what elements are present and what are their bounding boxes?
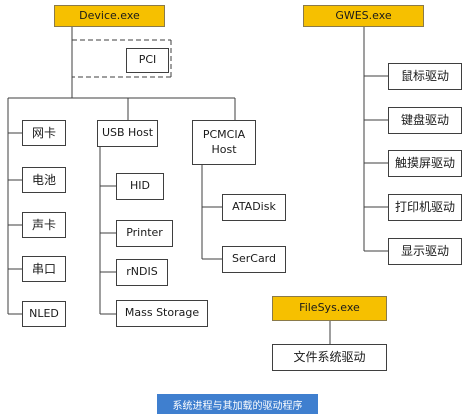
- display-driver-box: 显示驱动: [388, 238, 462, 265]
- touchscreen-driver-box: 触摸屏驱动: [388, 150, 462, 177]
- pci-box: PCI: [126, 48, 169, 73]
- keyboard-driver-box: 键盘驱动: [388, 107, 462, 134]
- atadisk-box: ATADisk: [222, 194, 286, 221]
- pcmcia-host-line2: Host: [211, 142, 237, 156]
- printer-driver-box: 打印机驱动: [388, 194, 462, 221]
- mass-storage-box: Mass Storage: [116, 300, 208, 327]
- nled-box: NLED: [22, 301, 66, 327]
- pci-dashed-connector: [72, 39, 172, 78]
- rndis-box: rNDIS: [116, 259, 168, 286]
- gwes-exe-box: GWES.exe: [303, 5, 424, 27]
- serial-port-box: 串口: [22, 256, 66, 282]
- sercard-box: SerCard: [222, 246, 286, 273]
- printer-box: Printer: [116, 220, 173, 247]
- device-exe-box: Device.exe: [54, 5, 165, 27]
- diagram-caption: 系统进程与其加载的驱动程序: [157, 394, 318, 414]
- pcmcia-host-box: PCMCIA Host: [192, 120, 256, 165]
- filesystem-driver-box: 文件系统驱动: [272, 344, 387, 371]
- usb-host-box: USB Host: [97, 120, 158, 147]
- mouse-driver-box: 鼠标驱动: [388, 63, 462, 90]
- sound-card-box: 声卡: [22, 212, 66, 238]
- pcmcia-host-line1: PCMCIA: [202, 127, 246, 141]
- hid-box: HID: [116, 173, 164, 200]
- battery-box: 电池: [22, 167, 66, 193]
- net-card-box: 网卡: [22, 120, 66, 146]
- filesys-exe-box: FileSys.exe: [272, 296, 387, 321]
